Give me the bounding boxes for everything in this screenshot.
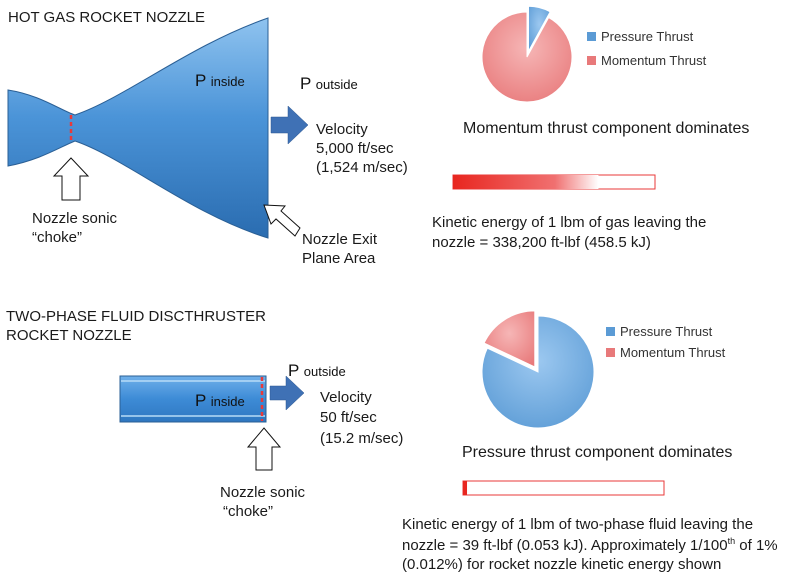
legend-swatch	[606, 348, 615, 357]
exit-label-line2: Plane Area	[302, 250, 376, 267]
legend-1-pressure: Pressure Thrust	[587, 29, 693, 44]
choke-label-line2: “choke”	[32, 229, 83, 246]
velocity-ms-2: (15.2 m/sec)	[320, 430, 404, 447]
flow-arrow-2	[269, 375, 305, 411]
section2-energy-line3: (0.012%) for rocket nozzle kinetic energ…	[402, 556, 722, 573]
legend-swatch	[587, 56, 596, 65]
choke-label-line1: Nozzle sonic	[32, 210, 118, 227]
hot-gas-nozzle	[7, 17, 269, 239]
legend-1-momentum: Momentum Thrust	[587, 53, 706, 68]
section1-energy-line2: nozzle = 338,200 ft-lbf (458.5 kJ)	[432, 234, 651, 251]
section2-caption: Pressure thrust component dominates	[462, 444, 733, 461]
legend-2-momentum: Momentum Thrust	[606, 345, 725, 360]
energy-bar-2-fill	[463, 481, 468, 495]
choke-label-2-line1: Nozzle sonic	[220, 484, 306, 501]
section2-energy-line1: Kinetic energy of 1 lbm of two-phase flu…	[402, 516, 754, 533]
p-outside-label-2: P outside	[288, 361, 346, 380]
exit-plane-arrow	[263, 204, 301, 237]
pie-chart-1	[481, 5, 573, 103]
choke-label-2-line2: “choke”	[223, 503, 274, 520]
section1-energy-line1: Kinetic energy of 1 lbm of gas leaving t…	[432, 214, 707, 231]
velocity-ms: (1,524 m/sec)	[316, 159, 408, 176]
pie-slice-momentum-thrust	[481, 11, 573, 103]
choke-arrow	[52, 157, 90, 201]
section2-energy-line2: nozzle = 39 ft-lbf (0.053 kJ). Approxima…	[402, 536, 778, 554]
velocity-label-2: Velocity	[320, 389, 372, 406]
section1-caption: Momentum thrust component dominates	[463, 120, 750, 137]
two-phase-tube	[119, 375, 267, 423]
velocity-fps-2: 50 ft/sec	[320, 409, 377, 426]
section1-title: HOT GAS ROCKET NOZZLE	[8, 9, 205, 26]
pie-chart-2	[481, 310, 595, 429]
pie-slice-pressure-thrust	[481, 315, 595, 429]
energy-bar-1-fill	[453, 175, 599, 189]
p-inside-label: P inside	[195, 71, 245, 90]
pie-slice-pressure-thrust	[527, 5, 551, 52]
p-outside-label: P outside	[300, 74, 358, 93]
section2-title-line1: TWO-PHASE FLUID DISCTHRUSTER	[6, 308, 267, 325]
pie-slice-momentum-thrust	[483, 310, 536, 368]
p-inside-label-2: P inside	[195, 391, 245, 410]
energy-bar-2-outline	[462, 480, 665, 496]
flow-arrow	[270, 105, 309, 145]
choke-arrow-2	[246, 427, 282, 471]
velocity-label: Velocity	[316, 121, 368, 138]
legend-2-pressure: Pressure Thrust	[606, 324, 712, 339]
velocity-fps: 5,000 ft/sec	[316, 140, 394, 157]
legend-swatch	[606, 327, 615, 336]
section2-title-line2: ROCKET NOZZLE	[6, 327, 132, 344]
exit-label-line1: Nozzle Exit	[302, 231, 378, 248]
legend-swatch	[587, 32, 596, 41]
